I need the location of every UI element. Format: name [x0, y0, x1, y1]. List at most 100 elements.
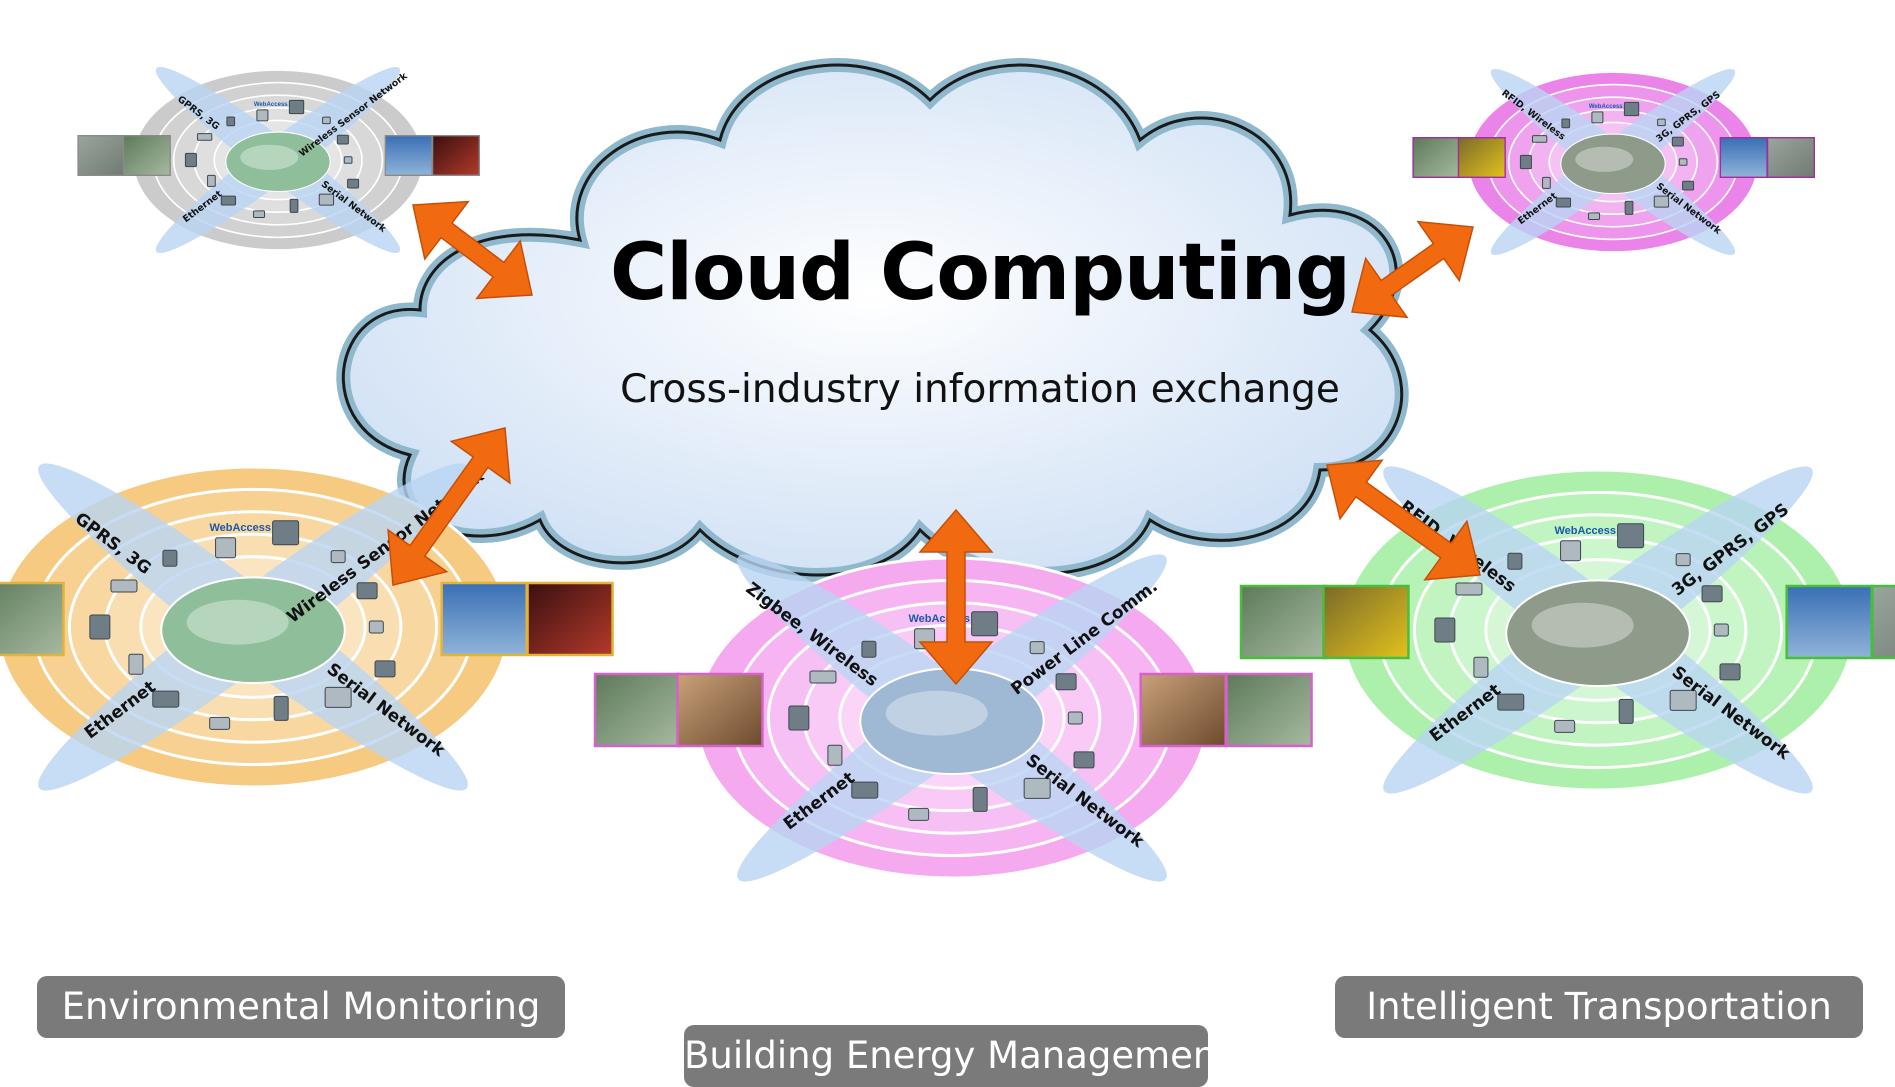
device-icon	[1561, 118, 1571, 129]
device-icon	[220, 195, 237, 206]
device-icon	[1623, 101, 1640, 117]
device-icon	[1507, 552, 1523, 570]
arrow-building	[918, 508, 994, 686]
photo-right-2	[431, 135, 481, 176]
photo-right-2	[1871, 584, 1895, 660]
device-icon	[1678, 158, 1688, 166]
device-icon	[273, 695, 289, 721]
device-icon	[1682, 180, 1695, 191]
photo-left-1	[1412, 137, 1461, 178]
cloud-shape	[336, 58, 1409, 582]
device-icon	[1591, 111, 1604, 124]
device-icon	[324, 686, 352, 708]
photo-right-2	[1766, 137, 1816, 178]
center-scene-highlight	[186, 599, 289, 645]
center-scene-image	[160, 576, 346, 685]
device-icon	[1554, 719, 1576, 733]
device-icon	[1560, 540, 1582, 562]
device-icon	[1023, 777, 1051, 799]
device-icon	[1675, 553, 1691, 567]
device-icon	[1617, 523, 1645, 549]
device-icon	[1669, 689, 1697, 711]
cloud-title: Cloud Computing	[610, 228, 1351, 318]
center-scene-highlight	[1575, 146, 1634, 172]
arrow-environmental	[387, 427, 511, 586]
device-icon	[1657, 118, 1666, 127]
device-icon	[1671, 136, 1684, 147]
device-icon	[128, 653, 144, 675]
caption-building-energy-management: Building Energy Management	[684, 1025, 1231, 1087]
photo-left-2	[1457, 137, 1506, 178]
device-icon	[827, 744, 843, 766]
device-icon	[1455, 582, 1483, 596]
center-scene-image	[1560, 133, 1666, 195]
device-icon	[152, 690, 180, 708]
device-icon	[788, 705, 810, 731]
photo-left-2	[676, 672, 764, 748]
device-icon	[1055, 673, 1077, 691]
device-icon	[207, 174, 216, 187]
device-icon	[1713, 623, 1729, 637]
device-icon	[226, 116, 236, 127]
device-icon	[1531, 135, 1548, 143]
photo-right-2	[526, 581, 614, 657]
caption-environmental-monitoring: Environmental Monitoring	[37, 976, 565, 1038]
device-icon	[1555, 197, 1572, 208]
photo-right-2	[1225, 672, 1313, 748]
device-icon	[908, 807, 930, 821]
device-icon	[972, 786, 988, 812]
photo-left-1	[593, 672, 682, 748]
device-icon	[318, 193, 335, 206]
device-icon	[209, 716, 231, 730]
device-icon	[1653, 195, 1670, 208]
photo-right-1	[1139, 672, 1227, 748]
device-icon	[861, 640, 877, 658]
device-icon	[343, 156, 353, 164]
photo-right-1	[1719, 137, 1768, 178]
device-icon	[1618, 698, 1634, 724]
device-icon	[196, 133, 213, 141]
device-icon	[336, 134, 349, 145]
webaccess-logo: WebAccess	[209, 522, 271, 534]
cloud-inner-outline	[341, 63, 1404, 577]
device-icon	[1067, 711, 1083, 725]
device-icon	[162, 549, 178, 567]
device-icon	[368, 620, 384, 634]
photo-left-1	[77, 135, 126, 176]
device-icon	[89, 614, 111, 640]
center-scene-highlight	[885, 690, 988, 736]
device-icon	[1588, 212, 1601, 221]
device-icon	[272, 520, 300, 546]
device-icon	[1701, 585, 1723, 603]
device-icon	[215, 537, 237, 559]
device-icon	[851, 781, 879, 799]
photo-right-1	[440, 581, 528, 657]
device-icon	[1434, 617, 1456, 643]
webaccess-logo: WebAccess	[254, 102, 288, 108]
device-icon	[1542, 176, 1551, 189]
photo-left-2	[1322, 584, 1410, 660]
device-icon	[184, 152, 197, 168]
cloud-subtitle: Cross-industry information exchange	[620, 367, 1340, 412]
photo-left-1	[1239, 584, 1328, 660]
caption-intelligent-transportation: Intelligent Transportation	[1335, 976, 1863, 1038]
device-icon	[256, 109, 269, 122]
center-scene-image	[225, 131, 331, 193]
device-icon	[356, 582, 378, 600]
device-icon	[322, 116, 331, 125]
photo-left-2	[0, 581, 65, 657]
center-scene-image	[1505, 579, 1691, 688]
device-icon	[1719, 663, 1741, 681]
webaccess-logo: WebAccess	[1589, 104, 1623, 110]
device-icon	[1473, 656, 1489, 678]
device-icon	[253, 210, 266, 219]
webaccess-logo: WebAccess	[1554, 525, 1616, 537]
device-icon	[110, 579, 138, 593]
device-icon	[347, 178, 360, 189]
